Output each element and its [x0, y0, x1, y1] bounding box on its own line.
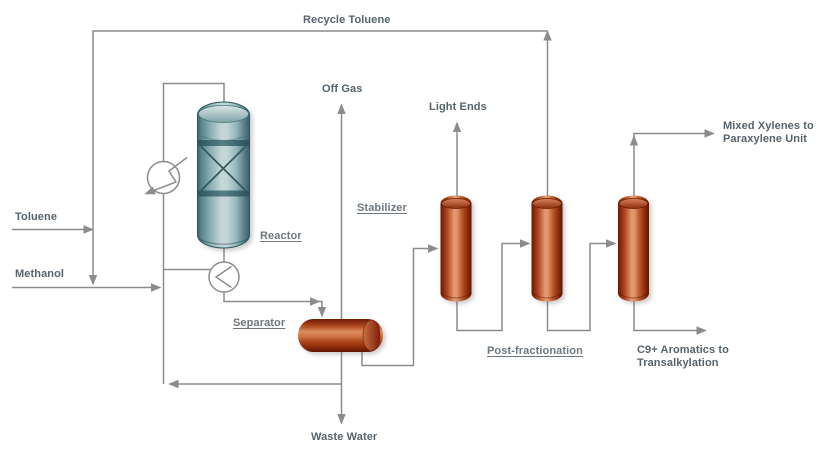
post-fractionation-column-2	[618, 195, 649, 302]
separator-inlet-line	[223, 291, 323, 310]
feed-effluent-exchanger	[208, 261, 240, 293]
post-fractionation-column-1	[531, 195, 563, 302]
mixed-xylenes-line	[633, 132, 707, 196]
mixed-xylenes-label-line2: Paraxylene Unit	[723, 133, 808, 145]
stabilizer-feed-line	[361, 247, 430, 367]
reactor-effluent-line	[162, 82, 225, 384]
reactor-bed-band-bottom	[198, 190, 249, 197]
reactor-top-cap	[198, 105, 249, 123]
reactor-label: Reactor	[260, 230, 302, 242]
light-ends-label: Light Ends	[429, 101, 487, 113]
toluene-label: Toluene	[15, 211, 58, 223]
cooler-arrow	[144, 186, 156, 195]
mixed-xylenes-label-line1: Mixed Xylenes to	[723, 120, 814, 132]
column2-bottoms-line	[546, 242, 609, 332]
stabilizer-bottoms-line	[456, 242, 523, 332]
c9-aromatics-label: C9+ Aromatics to Transalkylation	[637, 344, 729, 370]
reactor-bed-cross	[200, 145, 247, 192]
off-gas-label: Off Gas	[322, 83, 363, 95]
separator-vessel	[298, 319, 383, 352]
recycle-toluene-label: Recycle Toluene	[303, 14, 391, 26]
c9-aromatics-label-line2: Transalkylation	[637, 357, 719, 369]
separator-end-cap	[362, 319, 381, 352]
cooler-exchanger	[144, 156, 188, 195]
flow-arrowheads	[83, 30, 715, 425]
recycle-toluene-line	[92, 30, 548, 281]
separator-label: Separator	[233, 317, 286, 329]
stabilizer-column	[440, 195, 472, 302]
waste-water-label: Waste Water	[311, 431, 378, 443]
reactor-vessel	[197, 101, 250, 249]
methanol-label: Methanol	[15, 268, 65, 280]
process-lines	[12, 30, 707, 418]
post-fractionation-label: Post-fractionation	[487, 345, 583, 357]
stabilizer-label: Stabilizer	[357, 202, 407, 214]
reactor-bed-band-top	[198, 140, 249, 146]
mixed-xylenes-label: Mixed Xylenes to Paraxylene Unit	[723, 120, 814, 146]
c9-aromatics-label-line1: C9+ Aromatics to	[637, 344, 729, 356]
c9-aromatics-line	[633, 301, 699, 332]
